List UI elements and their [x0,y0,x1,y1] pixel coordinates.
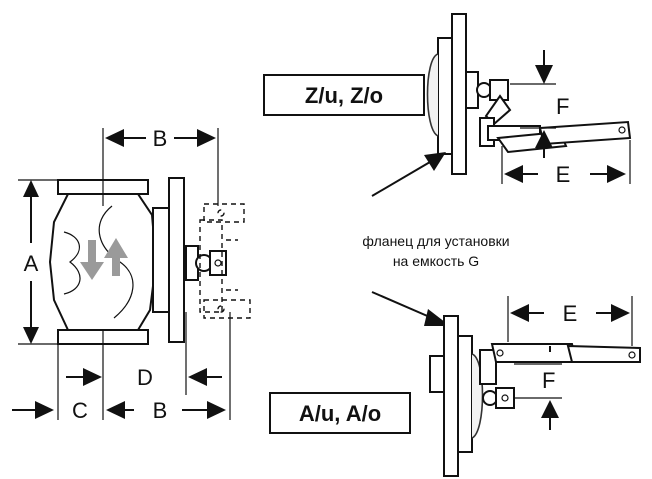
dimension-B-bottom: B [106,312,231,423]
dimension-D: D [66,312,222,420]
valve-assembly [48,177,251,345]
caption-line-2: на емкость G [393,253,479,269]
dimension-E-bottom: E [507,296,633,346]
dimension-E-bottom-label: E [563,301,578,326]
dimension-F-top: F [510,50,569,158]
dimension-C: C [12,344,88,423]
caption-line-1: фланец для установки [362,233,509,249]
variant-bottom-label: A/u, A/o [299,401,381,426]
dimension-B-bottom-label: B [153,398,168,423]
variant-top-label: Z/u, Z/o [305,83,383,108]
dimension-D-label: D [137,365,153,390]
variant-bottom-box: A/u, A/o [269,392,411,434]
flow-arrow-up [104,238,128,276]
dimension-F-bottom-label: F [542,368,555,393]
dimension-F-bottom: F [514,346,562,430]
flow-arrow-down [80,240,104,280]
dimension-A-label: A [24,251,39,276]
switch-bottom-assembly [429,315,641,477]
dimension-A: A [18,179,58,345]
variant-top-box: Z/u, Z/o [263,74,425,116]
switch-top-assembly [426,13,632,175]
dimension-F-top-label: F [556,94,569,119]
tank-flange-callout: фланец для установки на емкость G [362,152,510,326]
dimension-B-top: B [102,126,219,206]
dimension-B-top-label: B [153,126,168,151]
dimension-E-top-label: E [556,162,571,187]
dimension-C-label: C [72,398,88,423]
dimension-E-top: E [501,140,631,187]
